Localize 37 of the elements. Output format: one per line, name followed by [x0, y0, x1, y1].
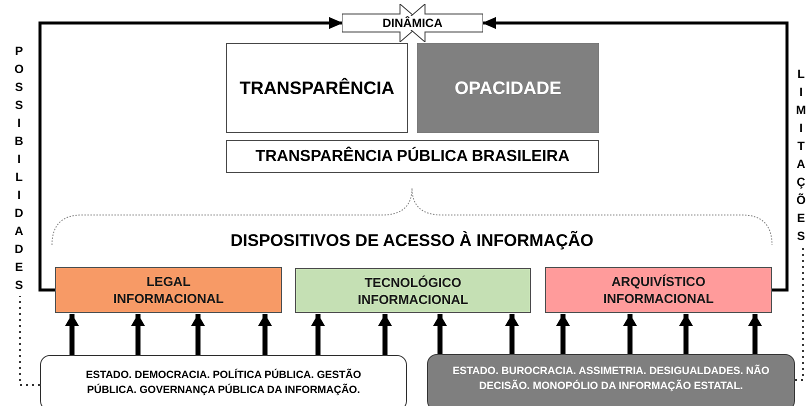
arrow — [482, 17, 788, 292]
arrow — [65, 314, 79, 355]
arrow — [258, 314, 272, 355]
vertical-text: LIMITAÇÕES — [796, 66, 806, 245]
title-box — [226, 140, 599, 173]
concept-box — [417, 43, 599, 133]
category-box — [55, 267, 282, 313]
category-box — [295, 268, 531, 313]
box-text: TECNOLÓGICO INFORMACIONAL — [358, 274, 468, 308]
dotted-connector — [19, 296, 40, 386]
arrow — [623, 314, 637, 354]
box-text: ESTADO. DEMOCRACIA. POLÍTICA PÚBLICA. GESTÃO PÚBLICA. GOVERNANÇA PÚBLICA DA INFORMAÇÃO. — [84, 368, 362, 398]
arrow-label: DINÂMICA — [380, 16, 444, 30]
arrow — [131, 314, 145, 355]
box-text: TRANSPARÊNCIA — [240, 76, 394, 100]
arrow — [378, 314, 392, 355]
dotted-connector — [795, 247, 804, 381]
section-heading: DISPOSITIVOS DE ACESSO À INFORMAÇÃO — [229, 230, 595, 252]
context-box — [40, 355, 407, 406]
arrow — [38, 17, 343, 292]
arrow — [433, 314, 447, 354]
concept-box — [226, 43, 408, 133]
arrow — [505, 314, 519, 354]
arrow — [748, 314, 762, 354]
box-text: ARQUIVÍSTICO INFORMACIONAL — [603, 273, 714, 307]
arrow — [679, 314, 693, 354]
box-text: OPACIDADE — [454, 76, 562, 100]
arrow — [191, 314, 205, 355]
arrow — [556, 314, 570, 354]
category-box — [545, 267, 772, 313]
vertical-text: POSSIBILIDADES — [14, 42, 24, 294]
box-text: TRANSPARÊNCIA PÚBLICA BRASILEIRA — [255, 146, 570, 166]
box-text: ESTADO. BUROCRACIA. ASSIMETRIA. DESIGUALDADES. NÃO DECISÃO. MONOPÓLIO DA INFORMAÇÃO ESTATAL. — [452, 364, 770, 394]
box-text: LEGAL INFORMACIONAL — [113, 273, 224, 307]
arrow — [311, 314, 325, 355]
context-box — [427, 354, 795, 406]
double-block-arrow — [342, 4, 483, 42]
